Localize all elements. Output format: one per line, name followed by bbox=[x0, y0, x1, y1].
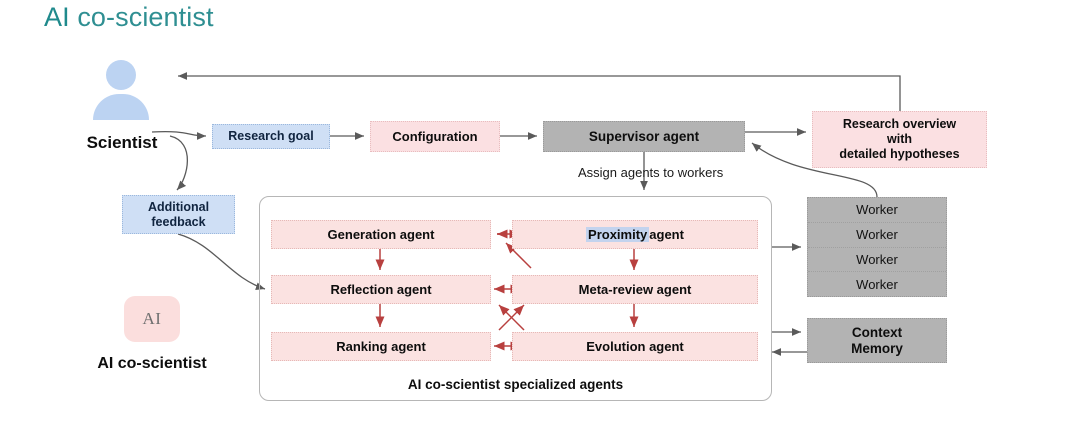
worker-row[interactable]: Worker bbox=[808, 223, 946, 248]
supervisor-agent-box[interactable]: Supervisor agent bbox=[543, 121, 745, 152]
context-memory-line-2: Memory bbox=[851, 340, 903, 356]
additional-feedback-line-1: Additional bbox=[147, 199, 210, 214]
context-memory-box[interactable]: Context Memory bbox=[807, 318, 947, 363]
scientist-label: Scientist bbox=[86, 133, 158, 152]
avatar-body bbox=[93, 94, 149, 120]
additional-feedback-box[interactable]: Additional feedback bbox=[122, 195, 235, 234]
proximity-agent-box[interactable]: Proximity agent bbox=[512, 220, 758, 249]
agents-panel-caption: AI co-scientist specialized agents bbox=[407, 377, 624, 392]
proximity-suffix: agent bbox=[649, 226, 684, 242]
research-overview-box[interactable]: Research overview with detailed hypothes… bbox=[812, 111, 987, 168]
worker-row[interactable]: Worker bbox=[808, 248, 946, 273]
evolution-agent-box[interactable]: Evolution agent bbox=[512, 332, 758, 361]
ai-logo-badge: AI bbox=[124, 296, 180, 342]
specialized-agents-panel bbox=[259, 196, 772, 401]
research-goal-box[interactable]: Research goal bbox=[212, 124, 330, 149]
research-overview-line-2: with bbox=[887, 132, 912, 147]
proximity-highlight: Proximity bbox=[586, 226, 650, 243]
arrow-feedback-to-reflection bbox=[177, 233, 266, 290]
reflection-agent-box[interactable]: Reflection agent bbox=[271, 275, 491, 304]
research-overview-line-3: detailed hypotheses bbox=[839, 146, 960, 161]
worker-row[interactable]: Worker bbox=[808, 198, 946, 223]
title-part-2: co-scientist bbox=[77, 2, 214, 32]
person-avatar-icon bbox=[93, 60, 149, 120]
context-memory-line-1: Context bbox=[851, 324, 903, 340]
arrow-overview-to-scientist bbox=[178, 72, 901, 111]
generation-agent-box[interactable]: Generation agent bbox=[271, 220, 491, 249]
configuration-box[interactable]: Configuration bbox=[370, 121, 500, 152]
ranking-agent-box[interactable]: Ranking agent bbox=[271, 332, 491, 361]
page-title: AI co-scientist bbox=[44, 2, 214, 33]
avatar-head bbox=[106, 60, 136, 90]
assign-agents-label: Assign agents to workers bbox=[578, 165, 724, 180]
worker-stack: Worker Worker Worker Worker bbox=[807, 197, 947, 297]
arrow-scientist-to-feedback bbox=[169, 135, 188, 191]
ai-coscientist-label: AI co-scientist bbox=[97, 355, 207, 372]
meta-review-agent-box[interactable]: Meta-review agent bbox=[512, 275, 758, 304]
worker-row[interactable]: Worker bbox=[856, 276, 898, 292]
research-overview-line-1: Research overview bbox=[842, 117, 957, 132]
ai-logo-text: AI bbox=[142, 309, 162, 328]
title-part-1: AI bbox=[44, 2, 78, 32]
additional-feedback-line-2: feedback bbox=[151, 214, 206, 229]
